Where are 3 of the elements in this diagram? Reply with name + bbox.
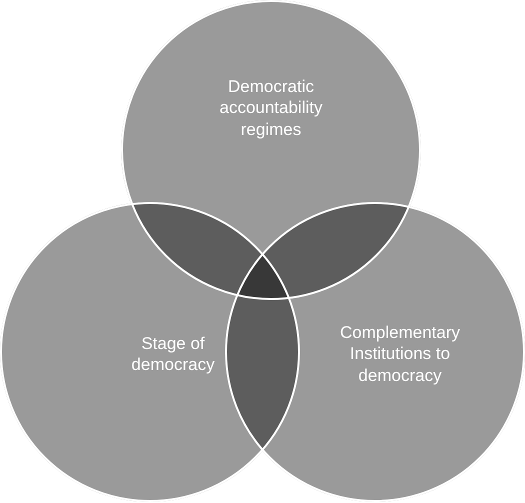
- circle-label: Democratic accountability regimes: [218, 76, 324, 140]
- circle-label: Stage of democracy: [130, 332, 216, 376]
- circle-label: Complementary Institutions to democracy: [339, 322, 461, 386]
